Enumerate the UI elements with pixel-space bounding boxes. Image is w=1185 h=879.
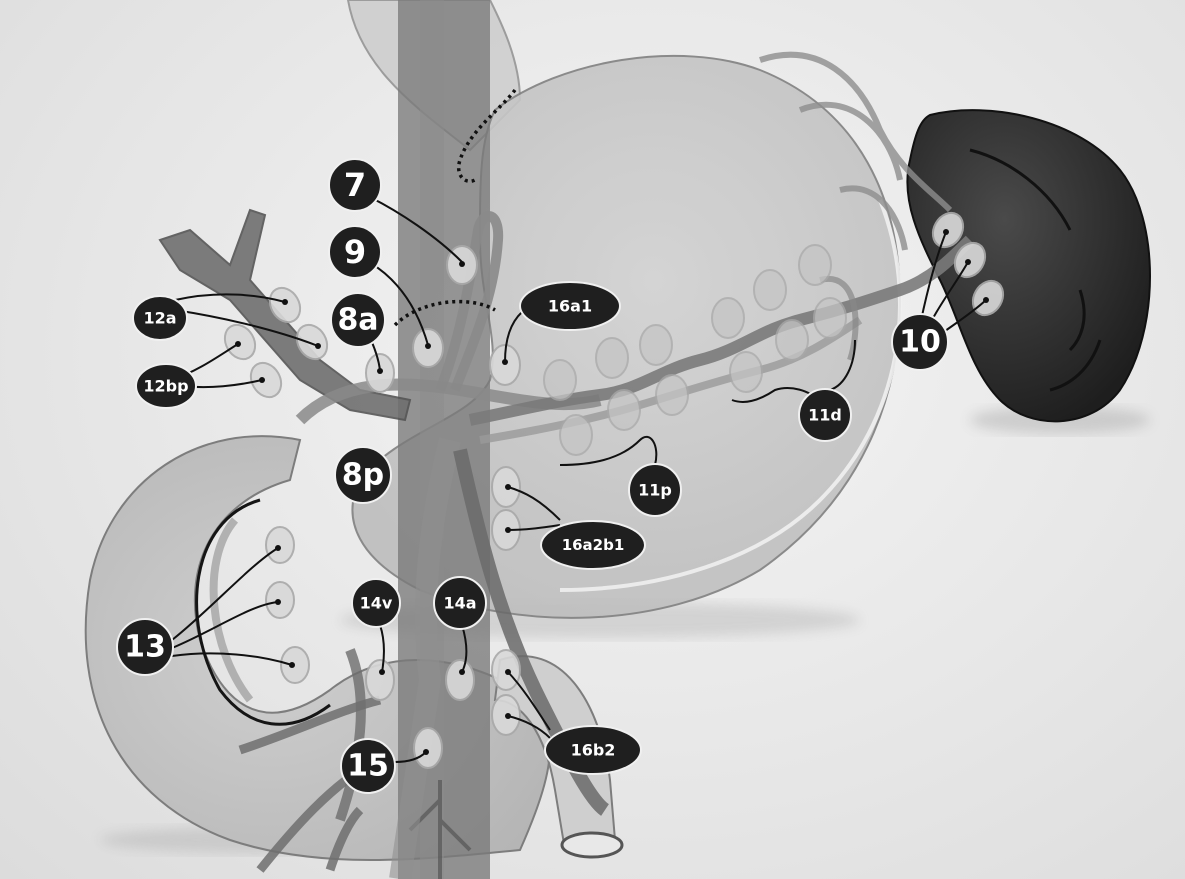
label-10: 10	[892, 314, 948, 370]
label-7-text: 7	[344, 166, 366, 204]
label-14a: 14a	[434, 577, 486, 629]
label-15-text: 15	[347, 749, 389, 784]
label-13: 13	[117, 619, 173, 675]
label-7: 7	[329, 159, 381, 211]
pancreatic-duct	[214, 520, 250, 700]
label-11p-text: 11p	[638, 481, 672, 500]
label-9-text: 9	[344, 233, 366, 271]
label-12a: 12a	[133, 296, 187, 340]
label-11d-text: 11d	[808, 406, 842, 425]
label-8p: 8p	[335, 447, 391, 503]
label-12bp: 12bp	[136, 364, 196, 408]
node-14a	[446, 660, 474, 700]
label-10-text: 10	[899, 325, 941, 360]
label-16a2b1: 16a2b1	[541, 521, 645, 569]
node-15	[414, 728, 442, 768]
label-12a-text: 12a	[143, 309, 176, 328]
label-13-text: 13	[124, 630, 166, 665]
label-11d: 11d	[799, 389, 851, 441]
label-14v-text: 14v	[360, 594, 393, 613]
label-14v: 14v	[352, 579, 400, 627]
node-14v	[366, 660, 394, 700]
label-9: 9	[329, 226, 381, 278]
label-16b2: 16b2	[545, 726, 641, 774]
label-8a-text: 8a	[337, 303, 378, 338]
node-12bp-2	[245, 357, 287, 402]
label-14a-text: 14a	[443, 594, 476, 613]
label-16a1-text: 16a1	[548, 297, 592, 316]
label-16a1: 16a1	[520, 282, 620, 330]
label-12bp-text: 12bp	[143, 377, 188, 396]
label-8a: 8a	[331, 293, 385, 347]
label-16a2b1-text: 16a2b1	[562, 536, 625, 554]
label-11p: 11p	[629, 464, 681, 516]
label-16b2-text: 16b2	[571, 741, 616, 760]
label-8p-text: 8p	[342, 458, 384, 493]
jejunum-opening	[562, 833, 622, 857]
node-13-1	[266, 527, 294, 563]
label-15: 15	[341, 739, 395, 793]
